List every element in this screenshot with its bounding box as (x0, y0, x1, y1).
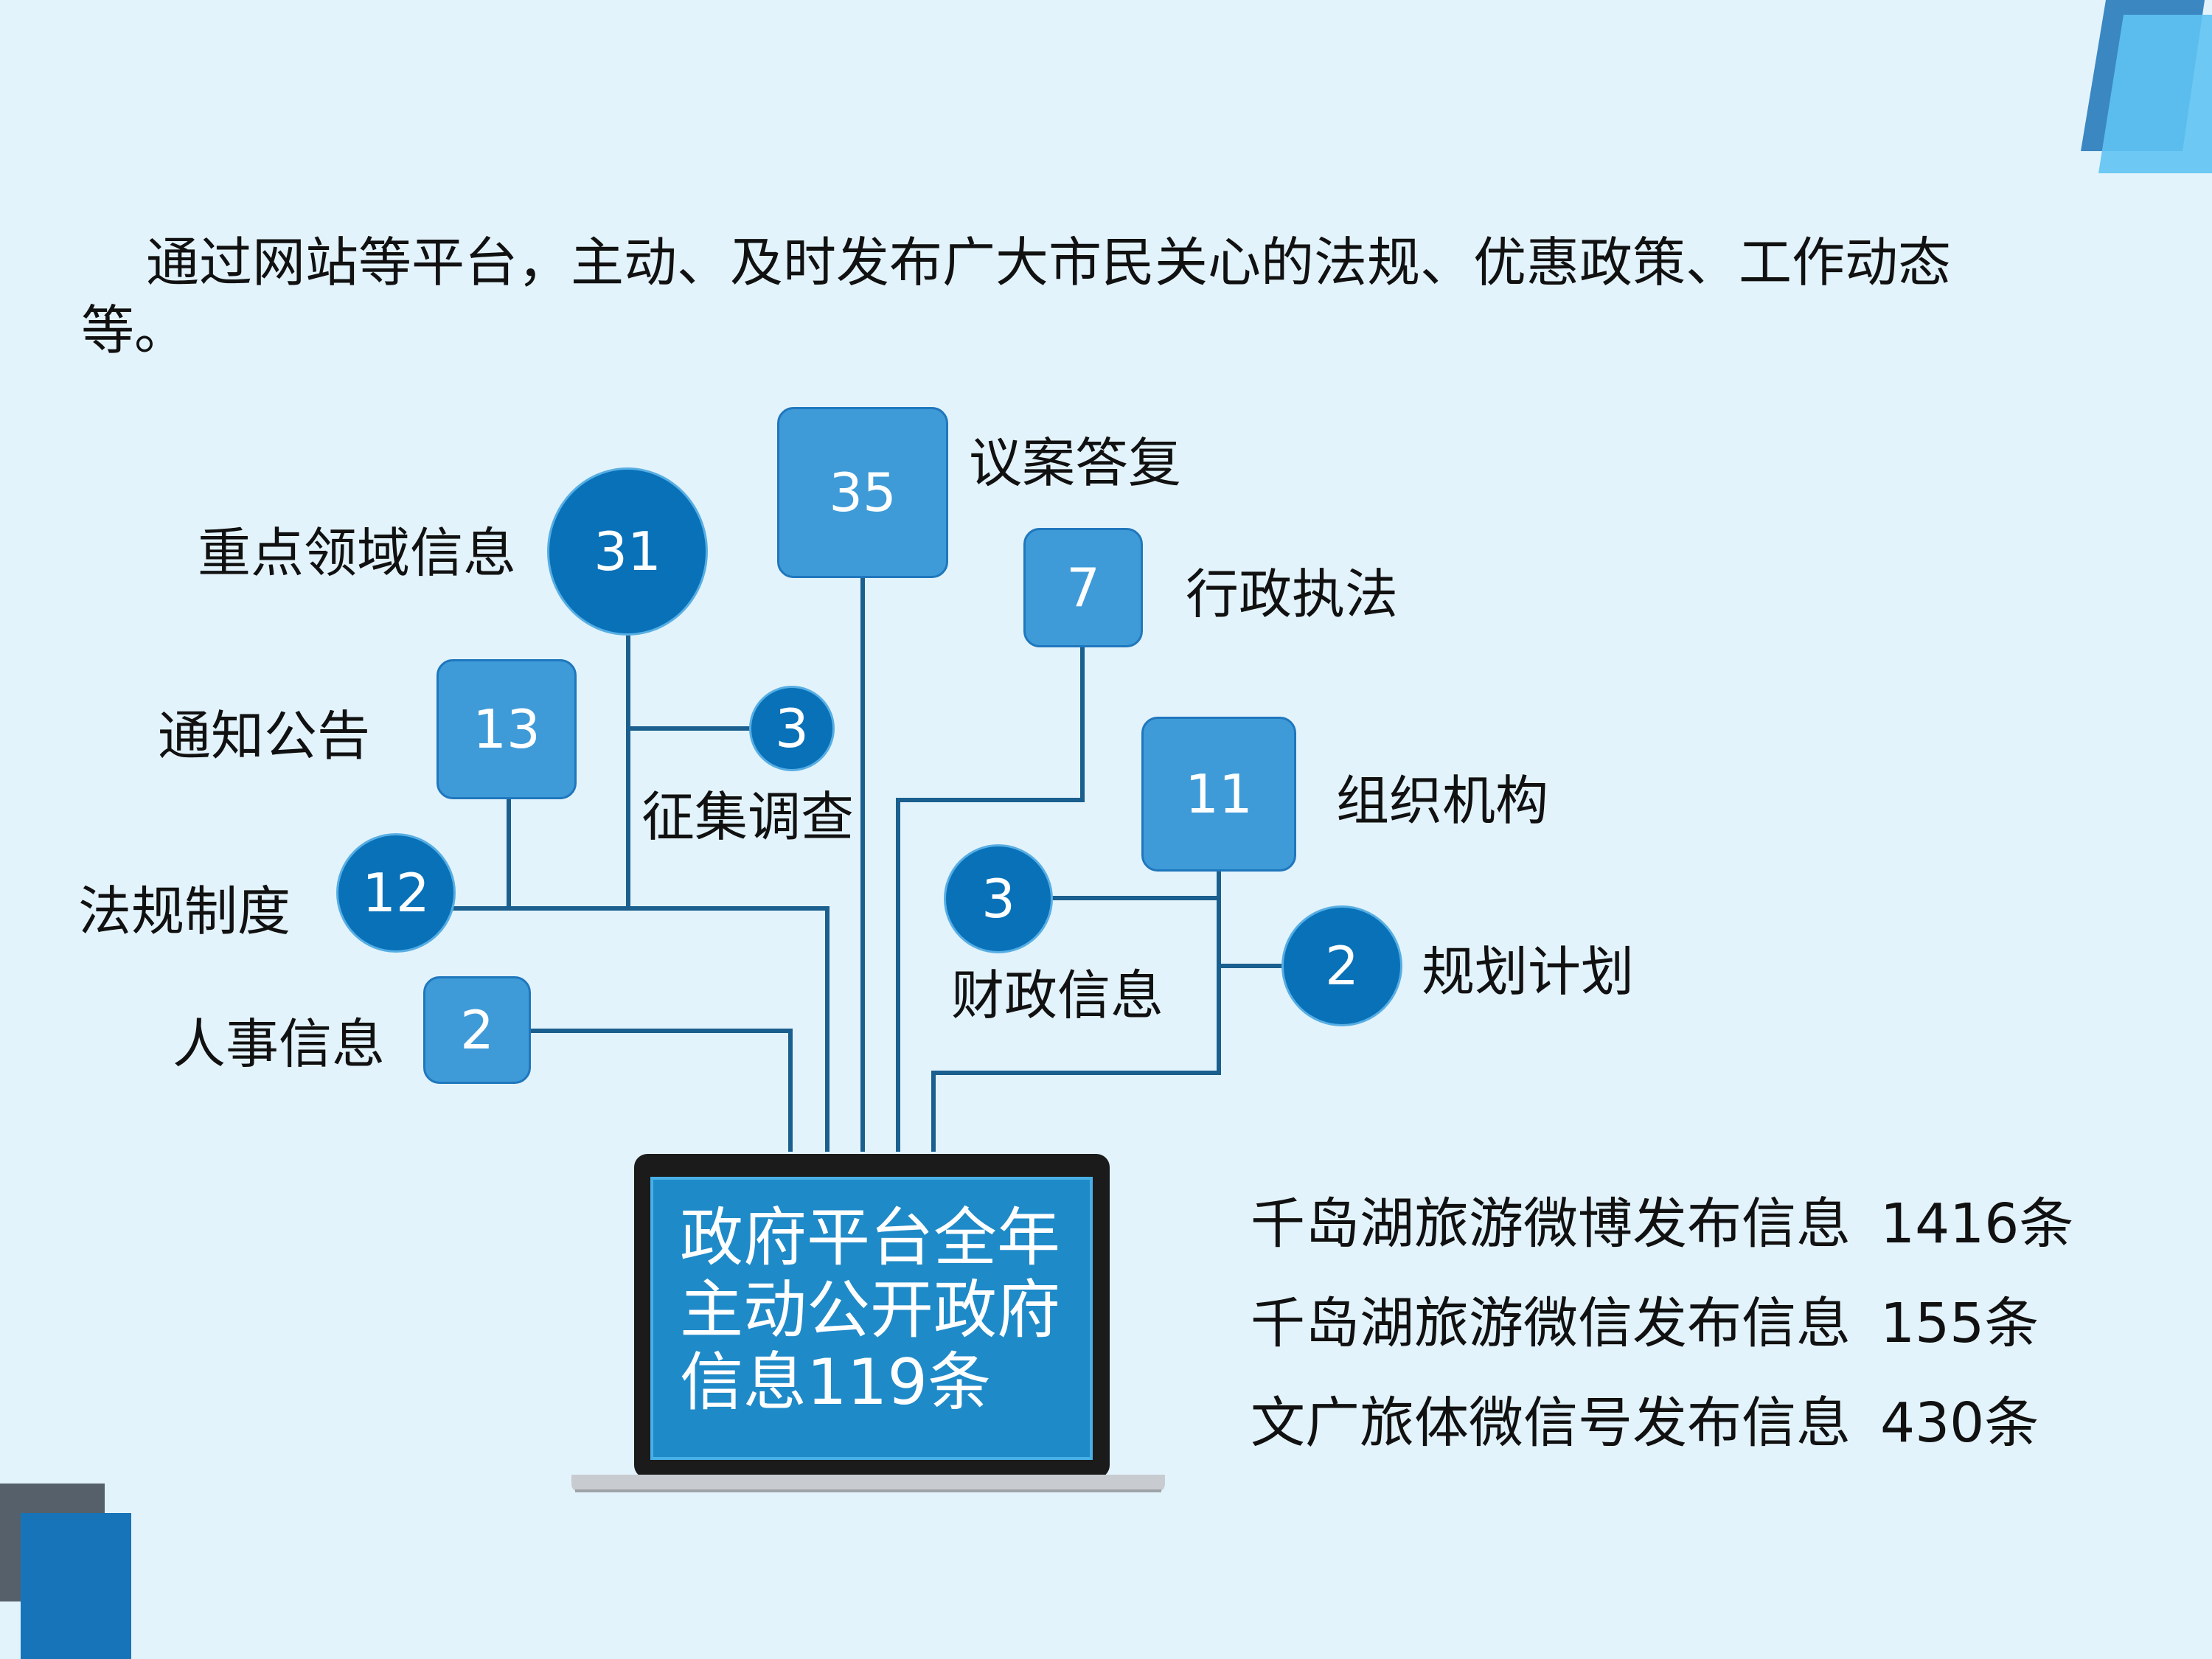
deco-square-blue (21, 1513, 131, 1659)
label-motion-reply: 议案答复 (969, 432, 1182, 494)
node-survey: 3 (749, 686, 835, 771)
stat-value: 155条 (1880, 1292, 2039, 1355)
connector-yellow-line (453, 906, 830, 1152)
label-key-areas: 重点领域信息 (198, 522, 517, 584)
stat-value: 1416条 (1880, 1192, 2074, 1256)
label-enforcement: 行政执法 (1186, 563, 1399, 625)
label-notice: 通知公告 (158, 705, 371, 767)
intro-paragraph: 通过网站等平台，主动、及时发布广大市民关心的法规、优惠政策、工作动态等。 (81, 232, 1952, 361)
label-finance: 财政信息 (951, 964, 1164, 1026)
label-personnel: 人事信息 (173, 1013, 386, 1075)
stat-value: 430条 (1880, 1391, 2039, 1455)
connector-lines (453, 578, 1283, 1152)
connector-hr (529, 1029, 793, 1152)
deco-parallelogram-light (2098, 15, 2212, 173)
stat-row-wechat: 千岛湖旅游微信发布信息 155条 (1251, 1294, 2039, 1353)
node-personnel: 2 (423, 976, 531, 1084)
node-key-areas: 31 (547, 467, 708, 636)
laptop-screen (650, 1177, 1093, 1460)
stat-label: 文广旅体微信号发布信息 (1251, 1391, 1851, 1455)
node-regulations: 12 (336, 833, 456, 953)
stat-row-weibo: 千岛湖旅游微博发布信息 1416条 (1251, 1194, 2073, 1253)
node-enforcement: 7 (1023, 528, 1143, 647)
connector-right-group (931, 872, 1221, 1152)
stat-row-wechat-official: 文广旅体微信号发布信息 430条 (1251, 1394, 2039, 1453)
label-survey: 征集调查 (641, 786, 855, 848)
connector-7 (896, 646, 1085, 1152)
laptop-base-shadow (575, 1489, 1161, 1492)
label-planning: 规划计划 (1422, 941, 1635, 1003)
stat-label: 千岛湖旅游微信发布信息 (1251, 1292, 1851, 1355)
center-summary: 政府平台全年主动公开政府信息119条 (680, 1201, 1060, 1419)
label-regulations: 法规制度 (78, 880, 291, 942)
node-notice: 13 (437, 659, 577, 799)
node-motion-reply: 35 (777, 407, 948, 578)
label-organization: 组织机构 (1336, 770, 1549, 832)
node-planning: 2 (1281, 905, 1402, 1026)
laptop-base (571, 1475, 1165, 1492)
stat-label: 千岛湖旅游微博发布信息 (1251, 1192, 1851, 1256)
node-organization: 11 (1141, 717, 1296, 872)
node-finance: 3 (944, 844, 1053, 953)
